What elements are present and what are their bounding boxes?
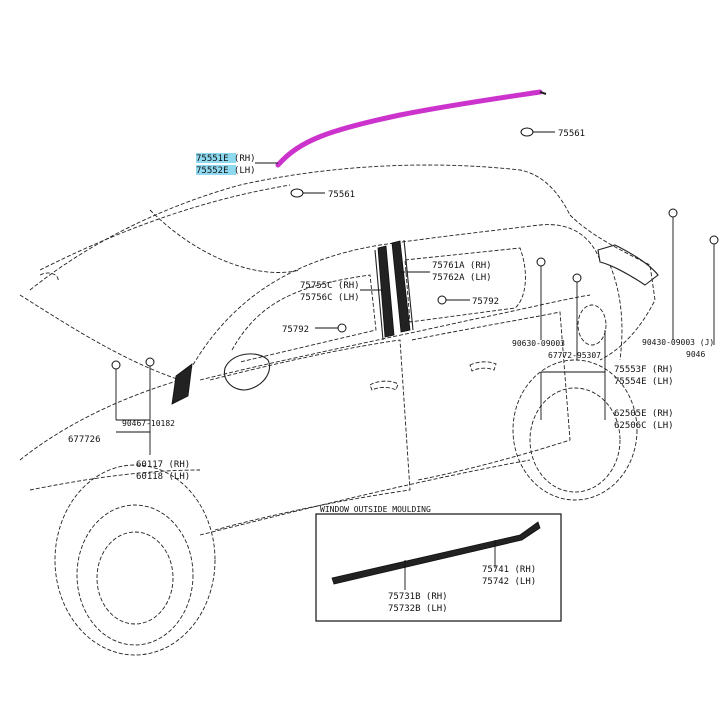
fuel-lid — [577, 304, 607, 346]
window-lower-line — [199, 294, 591, 381]
label-75554[interactable]: 75554E (LH) — [614, 377, 674, 387]
front-door-outline — [209, 339, 411, 531]
front-window-frame — [231, 274, 377, 363]
clip-rear-4 — [709, 235, 719, 245]
rear-spoiler-part — [597, 244, 659, 286]
inset-title: WINDOW OUTSIDE MOULDING — [320, 505, 431, 514]
label-60117[interactable]: 60117 (RH) — [136, 460, 190, 470]
label-75792-right[interactable]: 75792 — [472, 297, 499, 307]
front-fender — [29, 469, 201, 491]
clip-75561-top — [520, 127, 555, 137]
roof-drip-moulding[interactable] — [275, 89, 543, 168]
label-highlight-75552 — [196, 165, 236, 175]
rear-wheel-tire — [529, 387, 621, 493]
label-62506[interactable]: 62506C (LH) — [614, 421, 674, 431]
label-75553[interactable]: 75553F (RH) — [614, 365, 674, 375]
clip-75792-left — [315, 323, 347, 333]
label-75731[interactable]: 75731B (RH) — [388, 592, 448, 602]
roof-rear-line — [149, 209, 301, 273]
front-wheel-arch — [54, 464, 216, 656]
clip-front-1 — [111, 360, 121, 370]
b-pillar-outline — [374, 239, 414, 341]
roof-outline — [29, 164, 571, 291]
inset-window-moulding-box — [315, 513, 562, 622]
rear-door-handle — [469, 361, 497, 372]
rear-quarter-moulding — [609, 264, 623, 361]
label-highlight-75551 — [196, 153, 236, 163]
label-75742[interactable]: 75742 (LH) — [482, 577, 536, 587]
label-75551[interactable]: 75551E (RH) — [196, 154, 256, 164]
window-upper-line — [189, 224, 601, 371]
roof-moulding-end — [539, 91, 547, 95]
label-67772[interactable]: 67772-95307 — [548, 351, 601, 360]
windshield-edge — [39, 272, 59, 283]
clip-front-2 — [145, 357, 155, 367]
rear-wheel-arch — [512, 359, 638, 501]
b-pillar-garnish-front — [377, 245, 395, 338]
clip-75561-mid — [290, 188, 325, 198]
label-75732[interactable]: 75732B (LH) — [388, 604, 448, 614]
roof-ridge-line — [39, 184, 291, 271]
label-75561-top[interactable]: 75561 — [558, 129, 585, 139]
label-75552[interactable]: 75552E (LH) — [196, 166, 256, 176]
label-75741[interactable]: 75741 (RH) — [482, 565, 536, 575]
front-door-handle — [369, 380, 399, 391]
rear-door-outline — [411, 311, 571, 481]
label-62505[interactable]: 62505E (RH) — [614, 409, 674, 419]
rear-window-frame — [404, 247, 526, 323]
b-pillar-garnish-rear — [391, 240, 411, 333]
label-75561-mid[interactable]: 75561 — [328, 190, 355, 200]
label-75762[interactable]: 75762A (LH) — [432, 273, 492, 283]
label-90630[interactable]: 90630-09003 — [512, 339, 565, 348]
side-mirror — [223, 353, 270, 391]
label-677726[interactable]: 677726 — [68, 435, 101, 445]
clip-rear-1 — [536, 257, 546, 267]
front-wheel-rim — [96, 531, 174, 625]
clip-75792-right — [437, 295, 470, 305]
window-moulding-part[interactable] — [331, 521, 541, 585]
label-9046[interactable]: 9046 — [686, 350, 705, 359]
label-90430[interactable]: 90430-09003 (J) — [642, 338, 714, 347]
sill-line — [199, 459, 531, 536]
clip-rear-3 — [668, 208, 678, 218]
label-75792-left[interactable]: 75792 — [282, 325, 309, 335]
clip-rear-2 — [572, 273, 582, 283]
windshield-top — [19, 294, 181, 381]
label-75755[interactable]: 75755C (RH) — [300, 281, 360, 291]
label-75756[interactable]: 75756C (LH) — [300, 293, 360, 303]
label-90467[interactable]: 90467-10182 — [122, 419, 175, 428]
front-wheel-tire — [76, 504, 194, 646]
label-75761[interactable]: 75761A (RH) — [432, 261, 492, 271]
label-60118[interactable]: 60118 (LH) — [136, 472, 190, 482]
front-quarter-garnish — [171, 363, 193, 405]
